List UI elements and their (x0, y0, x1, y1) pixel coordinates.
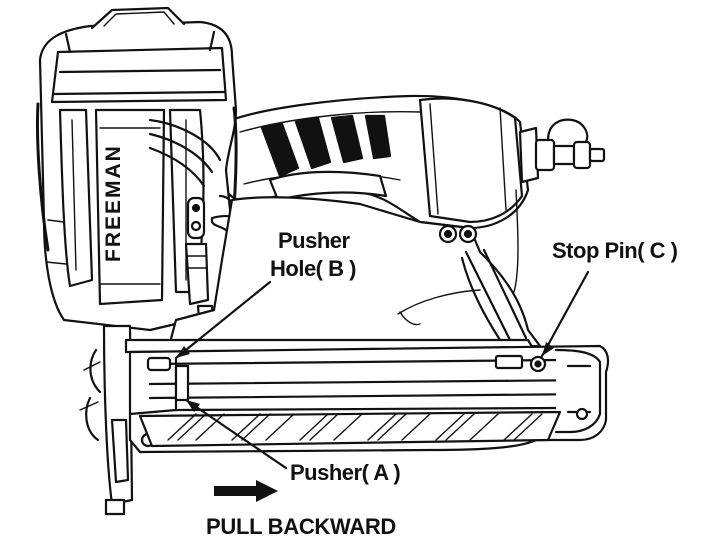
handle-grip (224, 94, 606, 293)
pusher-label: Pusher( A ) (290, 460, 400, 485)
pusher[interactable] (174, 364, 190, 402)
pusher-hole-label-line2: Hole( B ) (270, 256, 356, 281)
leader-lines (174, 270, 590, 470)
stop-pin-label: Stop Pin( C ) (552, 238, 678, 263)
pusher-hole (146, 356, 172, 372)
nose-piece (79, 324, 134, 516)
nailer-body (166, 196, 542, 352)
magazine (124, 338, 610, 454)
motor-head: FREEMAN (35, 6, 238, 332)
pull-direction-arrow-icon (214, 480, 278, 502)
brand-logo-text: FREEMAN (102, 144, 125, 262)
pull-backward-instruction: PULL BACKWARD (206, 514, 396, 539)
pusher-hole-label-line1: Pusher (278, 228, 351, 253)
